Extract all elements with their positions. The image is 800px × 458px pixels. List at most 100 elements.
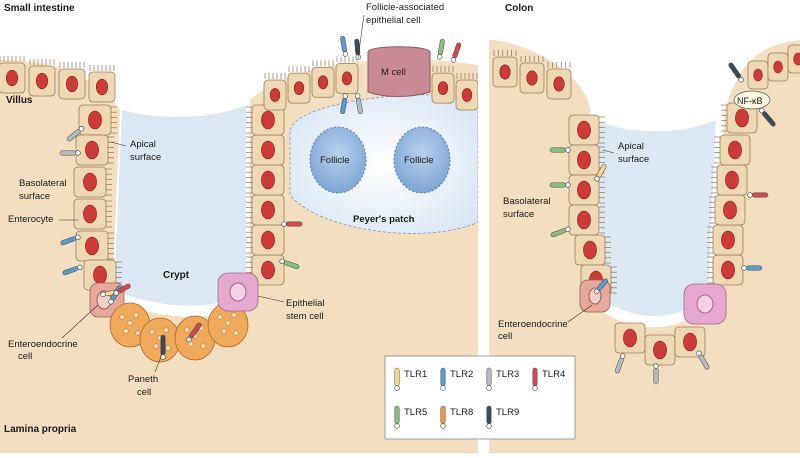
legend-item-tlr2: TLR2 — [440, 367, 473, 391]
epithelial-cell — [28, 65, 56, 97]
tlr-receptor — [759, 107, 776, 127]
cell-nucleus — [261, 140, 275, 160]
epithelial-cell — [568, 174, 600, 206]
stem-label-1: Epithelial — [286, 298, 325, 309]
legend-label: TLR2 — [450, 369, 473, 380]
receptor-anchor — [75, 234, 81, 241]
receptor-anchor — [565, 226, 571, 233]
colon-lumen-tint — [595, 120, 716, 317]
colon-special-cells — [579, 278, 727, 325]
colon-enteroendocrine-leader — [567, 304, 593, 323]
panel-title-small-intestine: Small intestine — [4, 3, 75, 14]
epithelial-cell — [251, 254, 285, 286]
follicle-left-label: Follicle — [320, 155, 350, 166]
tlr-receptor — [279, 258, 300, 270]
receptor-rod — [532, 367, 538, 387]
tlr-receptor — [594, 164, 607, 182]
cell-nucleus — [341, 71, 353, 86]
crypt-label: Crypt — [163, 270, 190, 281]
m-cell: M cell — [367, 46, 431, 97]
paneth-granule — [217, 314, 223, 320]
epithelial-cell — [335, 62, 359, 94]
tlr-receptor — [653, 363, 659, 385]
paneth-granule — [149, 329, 155, 335]
epithelial-cell — [431, 72, 455, 104]
tlr-receptor — [66, 126, 85, 142]
legend-swatch-icon — [440, 405, 446, 429]
paneth-granule — [123, 328, 129, 334]
follicle-right — [393, 126, 451, 194]
receptor-anchor — [594, 176, 600, 182]
receptor-anchor — [100, 291, 106, 298]
epithelial-cell — [455, 79, 479, 111]
receptor-rod — [59, 150, 77, 156]
receptor-anchor — [279, 258, 285, 265]
tlr-receptor — [62, 264, 83, 276]
paneth-label-1: Paneth — [128, 374, 158, 385]
receptor-rod — [394, 405, 400, 425]
paneth-cell — [139, 317, 181, 363]
epithelial-cell — [546, 68, 572, 100]
cell-nucleus — [65, 75, 79, 93]
receptor-rod — [440, 405, 446, 425]
colon-apical-leader — [602, 149, 615, 154]
legend-item-tlr9: TLR9 — [486, 405, 519, 429]
cell-nucleus — [85, 236, 99, 256]
tlr-receptor — [549, 147, 571, 153]
receptor-anchor — [78, 126, 85, 132]
fae-leader — [357, 14, 365, 59]
receptor-anchor — [281, 221, 287, 227]
legend-swatch-icon — [486, 367, 492, 391]
cell-nucleus — [269, 88, 281, 102]
receptor-anchor — [186, 336, 192, 343]
receptor-anchor — [113, 290, 119, 296]
receptor-anchor — [747, 192, 753, 198]
paneth-granule — [163, 327, 169, 333]
epithelial-cell — [73, 166, 107, 198]
legend-label: TLR1 — [404, 369, 427, 380]
tlr-receptor — [354, 93, 363, 115]
legend-swatch-icon — [532, 367, 538, 391]
tlr-receptor — [340, 35, 349, 57]
cell-nucleus — [721, 260, 735, 280]
legend-swatch-icon — [486, 405, 492, 429]
cell-nucleus — [793, 52, 800, 66]
cell-nucleus — [728, 140, 742, 160]
epithelial-cell — [311, 66, 335, 98]
receptor-rod — [549, 182, 567, 188]
tlr-receptor — [550, 226, 571, 238]
apical-label-1: Apical — [130, 139, 156, 150]
epithelial-cell — [251, 104, 285, 136]
epithelial-cell — [83, 259, 117, 291]
paneth-leader — [154, 351, 164, 373]
cell-nucleus — [95, 78, 109, 96]
receptor-anchor — [440, 385, 446, 391]
panel-title-colon: Colon — [505, 3, 533, 14]
cell-nucleus — [499, 64, 511, 80]
legend-item-tlr5: TLR5 — [394, 405, 427, 429]
colon-apical-label-2: surface — [618, 154, 649, 165]
receptor-anchor — [653, 363, 659, 369]
epithelial-cell — [714, 194, 746, 226]
receptor-rod — [486, 367, 492, 387]
cell-nucleus — [553, 76, 565, 92]
si-crypt-cells — [89, 272, 259, 363]
receptor-rod — [745, 265, 763, 271]
receptor-anchor — [486, 423, 492, 429]
legend-box — [384, 355, 576, 440]
cell-nucleus — [653, 340, 667, 360]
receptor-rod — [394, 367, 400, 387]
colon-enteroendocrine-label-1: Enteroendocrine — [498, 319, 568, 330]
paneth-granule — [184, 327, 190, 333]
receptor-anchor — [394, 423, 400, 429]
epithelial-cell — [75, 134, 109, 166]
cell-nucleus — [293, 81, 305, 96]
epithelial-cell — [73, 198, 107, 230]
receptor-anchor — [75, 150, 81, 156]
enteroendocrine-label-1: Enteroendocrine — [8, 339, 78, 350]
cell-nucleus — [261, 230, 275, 250]
tlr4-receptor — [186, 322, 202, 343]
epithelial-cell — [519, 62, 545, 94]
receptor-rod — [653, 367, 659, 385]
